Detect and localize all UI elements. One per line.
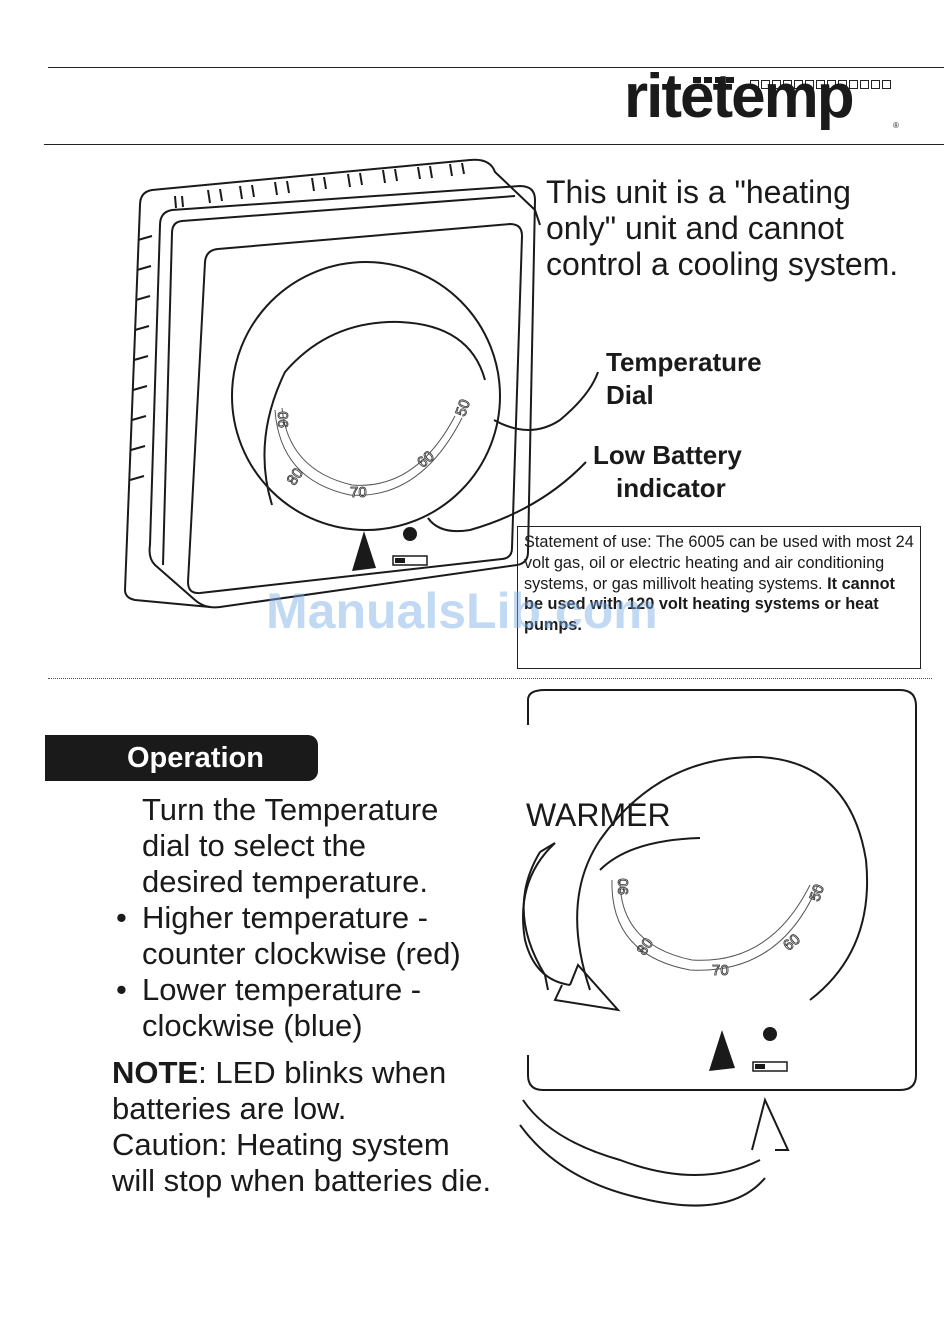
thermostat-illustration: 90 80 70 60 50 <box>124 158 599 609</box>
dial-label-50: 50 <box>452 397 474 418</box>
lower-temp-line1: Lower temperature - <box>142 972 422 1007</box>
statement-text: Statement of use: The 6005 can be used w… <box>524 533 914 593</box>
lower-temp-line2: clockwise (blue) <box>142 1008 363 1043</box>
bullet-icon: • <box>116 900 127 935</box>
caution-line2: will stop when batteries die. <box>112 1163 492 1198</box>
battery-callout-line <box>427 461 587 533</box>
low-battery-label-line1: Low Battery <box>593 440 742 470</box>
operation-intro-line1: Turn the Temperature <box>142 792 439 827</box>
registered-mark: ® <box>893 121 899 130</box>
low-battery-label-line2: indicator <box>616 473 726 503</box>
logo-text: ritetemp <box>624 62 855 131</box>
section-divider <box>48 678 932 679</box>
caution-line1: Caution: Heating system <box>112 1127 450 1162</box>
dial-label-50: 50 <box>806 882 828 903</box>
note-label: NOTE <box>112 1055 199 1090</box>
dial-label-60: 60 <box>780 931 804 955</box>
higher-temp-line2: counter clockwise (red) <box>142 936 461 971</box>
higher-temp-line1: Higher temperature - <box>142 900 429 935</box>
dial-label-90: 90 <box>275 411 292 428</box>
note-line1: NOTE: LED blinks when <box>112 1055 447 1090</box>
battery-icon <box>752 1061 788 1072</box>
dial-labels-bottom: 90 80 70 60 50 <box>615 878 829 979</box>
triangle-icon <box>709 1030 735 1071</box>
operation-intro-line2: dial to select the <box>142 828 367 863</box>
battery-icon <box>392 555 428 566</box>
led-icon <box>403 527 417 541</box>
dial-callout-line <box>493 371 599 431</box>
heating-only-text: This unit is a "heating only" unit and c… <box>546 174 899 282</box>
watermark: ManualsLib.com <box>266 583 658 639</box>
logo-squares <box>750 80 891 89</box>
dial-label-80: 80 <box>634 935 657 958</box>
triangle-icon <box>352 531 376 571</box>
header-rule <box>44 144 944 145</box>
temperature-dial-label-line1: Temperature <box>606 347 762 377</box>
dial-label-90: 90 <box>615 878 632 895</box>
operation-intro-line3: desired temperature. <box>142 864 429 899</box>
led-icon <box>763 1027 777 1041</box>
top-rule <box>48 67 944 68</box>
statement-warning: It cannot be used with 120 volt heating … <box>524 574 895 635</box>
statement-of-use-box: Statement of use: The 6005 can be used w… <box>517 526 921 669</box>
dial-label-70: 70 <box>350 484 367 501</box>
warmer-label: WARMER <box>526 797 671 833</box>
logo-dots <box>693 77 734 83</box>
temperature-dial-label-line2: Dial <box>606 380 654 410</box>
note-line2: batteries are low. <box>112 1091 347 1126</box>
operation-header: Operation <box>45 735 318 781</box>
dial-label-70: 70 <box>712 962 729 979</box>
bullet-icon: • <box>116 972 127 1007</box>
